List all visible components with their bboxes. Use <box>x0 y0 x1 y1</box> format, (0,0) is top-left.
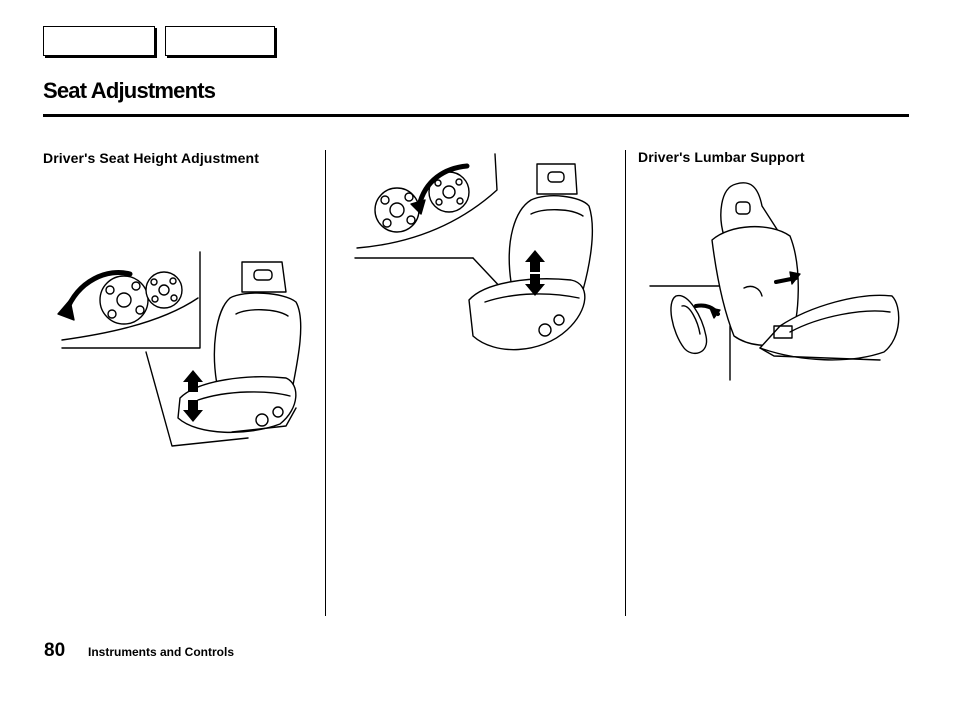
column-divider <box>625 150 626 616</box>
title-divider <box>43 114 909 117</box>
lumbar-support-illustration <box>649 182 900 381</box>
up-down-arrow-icon <box>525 250 545 296</box>
recline-knob-icon <box>145 271 183 309</box>
height-knob-icon <box>99 275 149 325</box>
seat-height-closeup-illustration <box>354 153 594 351</box>
height-knob-icon <box>374 187 420 233</box>
section-name: Instruments and Controls <box>88 645 235 659</box>
up-down-arrow-icon <box>183 370 203 422</box>
lumbar-lever-icon <box>670 295 721 355</box>
rotate-arrow-icon <box>416 163 470 209</box>
page-title: Seat Adjustments <box>43 78 216 103</box>
lumbar-support-heading: Driver's Lumbar Support <box>638 149 805 165</box>
page-number: 80 <box>44 640 66 661</box>
column-divider <box>325 150 326 616</box>
next-page-button[interactable] <box>165 26 275 56</box>
previous-page-button[interactable] <box>43 26 155 56</box>
seat-height-heading: Driver's Seat Height Adjustment <box>43 150 259 166</box>
seat-height-illustration <box>57 251 302 447</box>
